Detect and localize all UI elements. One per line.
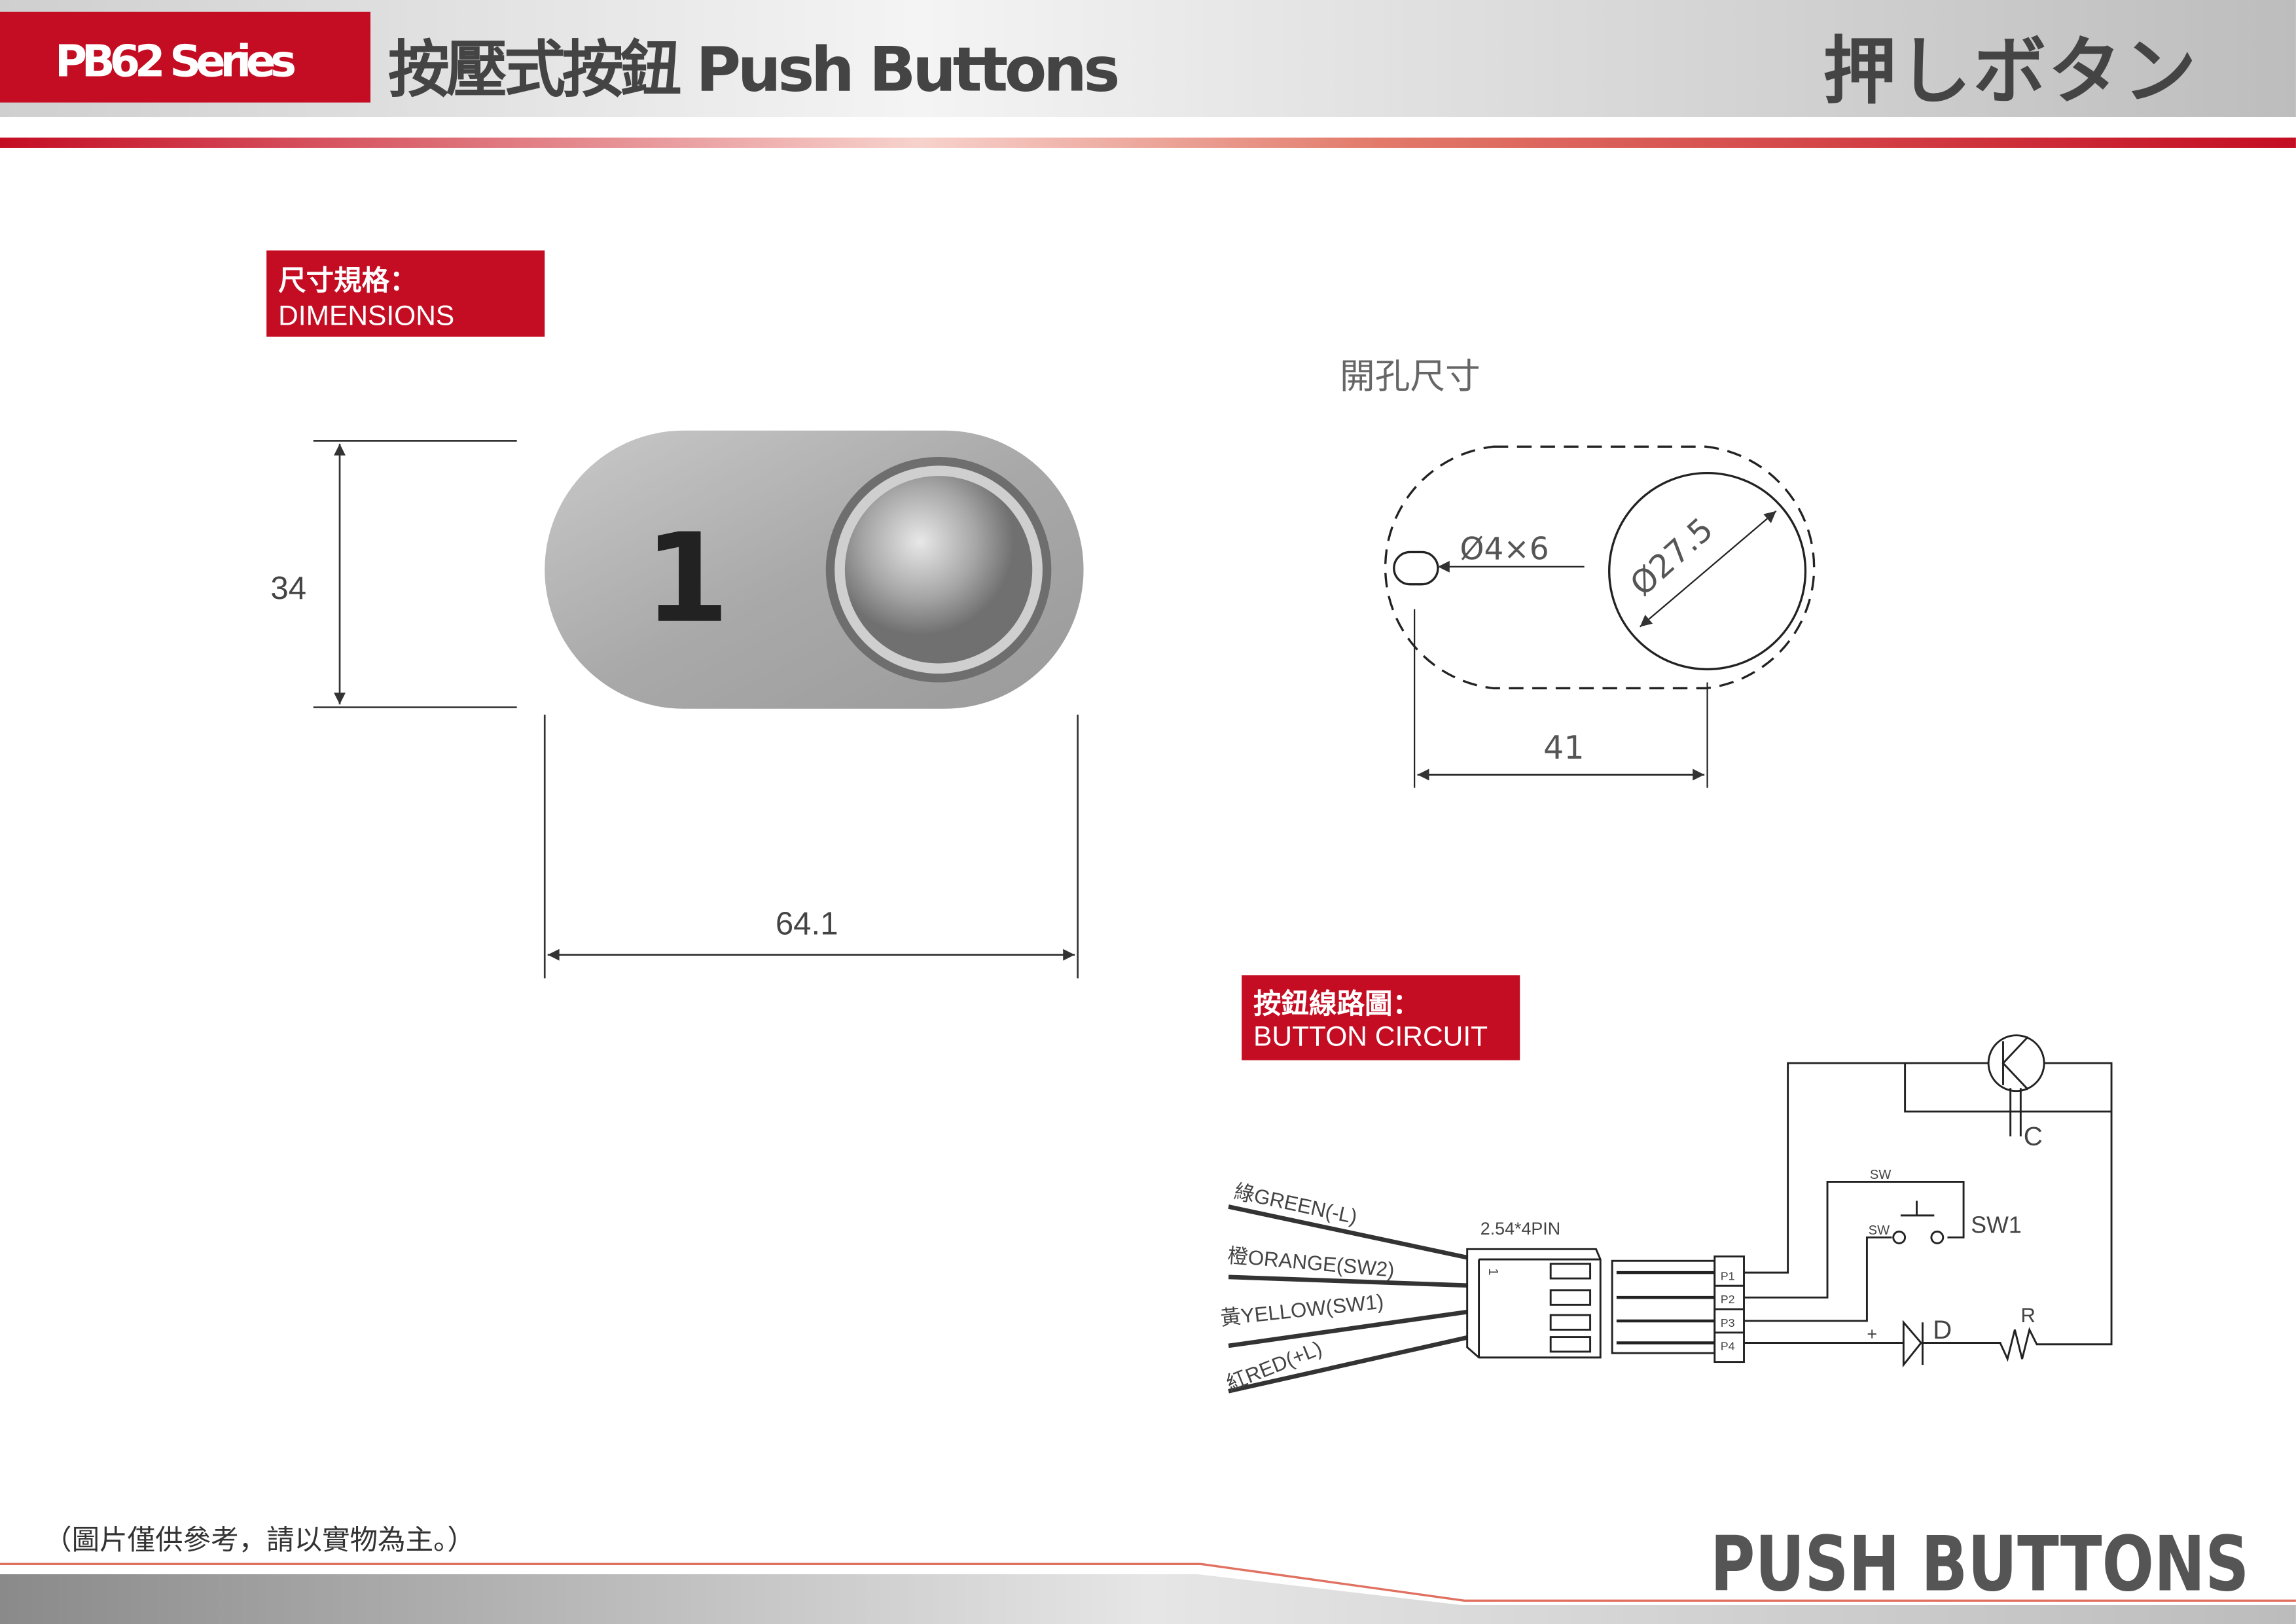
resistor-icon: [1922, 1327, 2047, 1362]
header-divider: [0, 137, 2296, 148]
page-title-jp: 押しボタン: [1823, 29, 2196, 115]
slot-hole: [1393, 550, 1439, 586]
button-number: 1: [644, 508, 730, 651]
plus-label: +: [1867, 1324, 1877, 1344]
dimensions-label-en: DIMENSIONS: [278, 301, 454, 332]
circuit-badge: [1242, 975, 1520, 1060]
series-label: PB62 Series: [55, 35, 296, 86]
connector-housing: [1466, 1248, 1602, 1359]
circuit-diagram: [1228, 1034, 2113, 1394]
hole-spacing: 41: [1543, 729, 1585, 767]
capacitor-label: C: [2024, 1121, 2043, 1151]
circuit-label-zh: 按鈕線路圖：: [1253, 988, 1420, 1020]
resistor-label: R: [2020, 1304, 2036, 1327]
push-button-cap: [844, 476, 1033, 664]
sw-top-label: SW: [1870, 1168, 1891, 1182]
switch-label: SW1: [1971, 1212, 2022, 1238]
page-title: 按壓式按鈕 Push Buttons: [388, 35, 1121, 106]
height-dimension: [313, 440, 517, 708]
footer-bar: [0, 1574, 2296, 1624]
pin-label: P4: [1721, 1340, 1735, 1353]
diode-icon: [1902, 1320, 1923, 1368]
panel-outline: [1384, 445, 1816, 690]
hole-diameter: Ø27.5: [1623, 510, 1720, 603]
switch-contact: [1930, 1231, 1945, 1244]
header-bar: [0, 0, 2296, 117]
footer-accent-line: [0, 1562, 2296, 1602]
pin-one-mark: 1: [1486, 1268, 1500, 1275]
connector-label: 2.54*4PIN: [1480, 1219, 1560, 1238]
main-hole: [1608, 471, 1807, 671]
width-dimension: [543, 714, 1079, 979]
cutout-title: 開孔尺寸: [1340, 355, 1480, 397]
cutout-drawing: [1384, 445, 1816, 788]
dimensions-badge: [266, 250, 545, 337]
lamp-icon: [1987, 1034, 2045, 1092]
series-badge: [0, 11, 371, 103]
footer-brand: PUSH BUTTONS: [1710, 1521, 2249, 1609]
pin-label: P3: [1721, 1316, 1735, 1329]
pin-label: P1: [1721, 1269, 1735, 1282]
diode-label: D: [1933, 1315, 1952, 1344]
sw-left-label: SW: [1869, 1223, 1890, 1238]
wires: [1228, 1204, 1477, 1394]
switch-contact: [1892, 1231, 1907, 1244]
disclaimer-note: （圖片僅供參考，請以實物為主。）: [44, 1525, 475, 1557]
width-value: 64.1: [776, 905, 838, 941]
pin-label: P2: [1721, 1293, 1735, 1306]
circuit-label-en: BUTTON CIRCUIT: [1253, 1021, 1488, 1052]
dimensions-label-zh: 尺寸規格：: [278, 265, 418, 297]
height-value: 34: [270, 570, 306, 606]
slot-size: Ø4×6: [1460, 532, 1549, 568]
button-photo: 1: [545, 430, 1084, 709]
circuit-labels: 綠GREEN(-L) 橙ORANGE(SW2) 黃YELLOW(SW1) 紅RE…: [1219, 1121, 2043, 1395]
wire-label-yellow: 黃YELLOW(SW1): [1219, 1290, 1385, 1330]
